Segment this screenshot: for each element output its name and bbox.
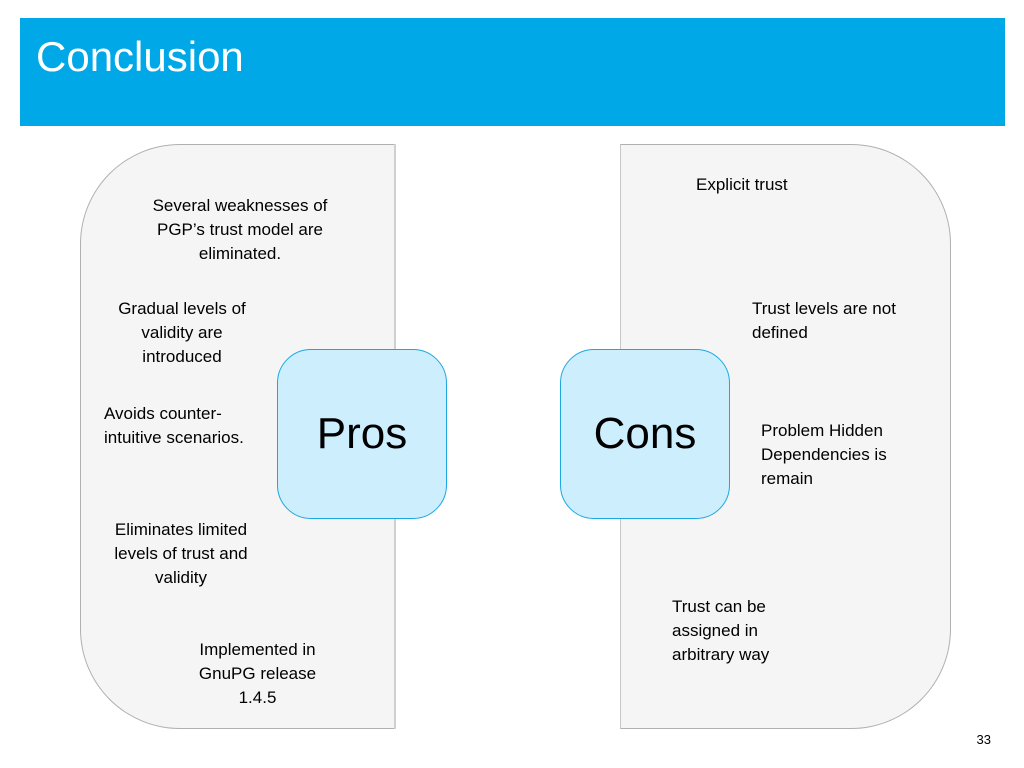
cons-item: Trust levels are not defined bbox=[752, 299, 896, 342]
pros-item: Implemented in GnuPG release 1.4.5 bbox=[198, 640, 317, 707]
pros-item: Avoids counter-intuitive scenarios. bbox=[104, 404, 244, 447]
title-bar: Conclusion bbox=[20, 18, 1005, 126]
cons-label: Cons bbox=[593, 409, 697, 458]
pros-badge: Pros bbox=[277, 349, 447, 519]
pros-label: Pros bbox=[316, 409, 408, 458]
slide-title: Conclusion bbox=[36, 33, 244, 80]
pros-item: Gradual levels of validity are introduce… bbox=[118, 299, 246, 366]
cons-badge: Cons bbox=[560, 349, 730, 519]
cons-item: Trust can be assigned in arbitrary way bbox=[672, 597, 770, 664]
cons-item: Explicit trust bbox=[696, 175, 788, 194]
pros-item: Eliminates limited levels of trust and v… bbox=[114, 520, 248, 587]
pros-item: Several weaknesses of PGP’s trust model … bbox=[152, 196, 328, 263]
cons-item: Problem Hidden Dependencies is remain bbox=[761, 421, 887, 488]
page-number: 33 bbox=[976, 732, 991, 747]
